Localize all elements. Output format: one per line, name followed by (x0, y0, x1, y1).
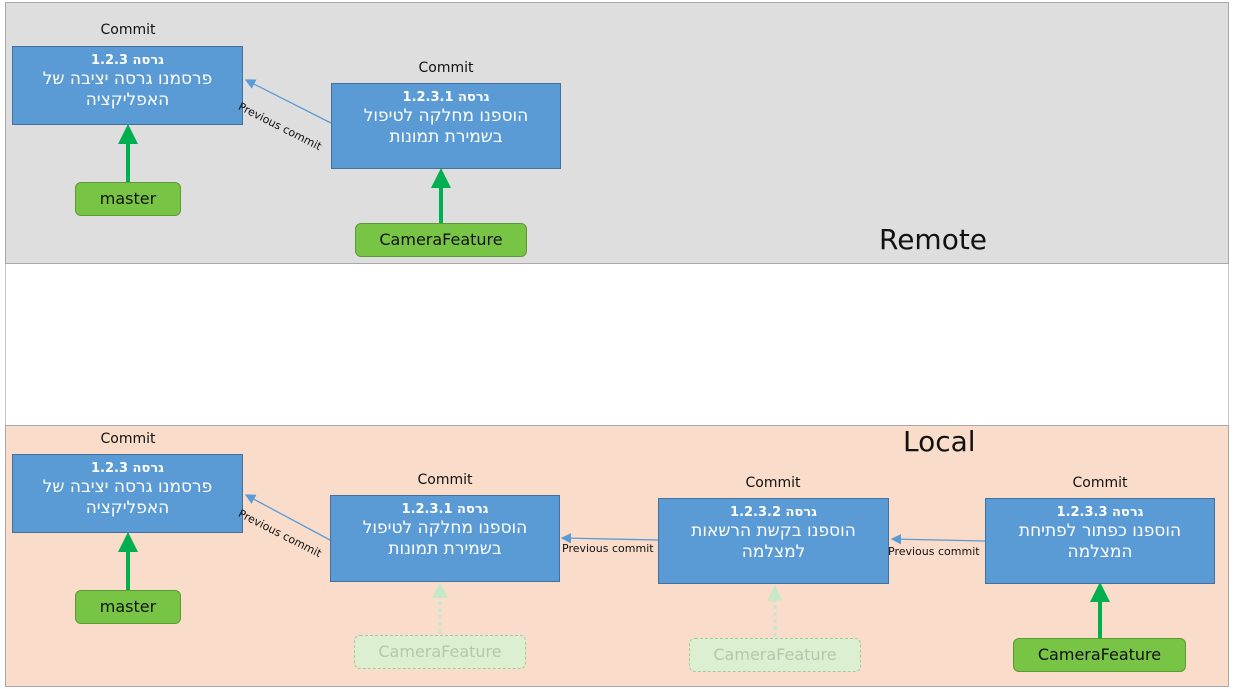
local-commit-d-header: Commit (1072, 475, 1128, 491)
remote-branch-master[interactable]: master (75, 182, 181, 216)
remote-title: Remote (879, 223, 988, 256)
local-edge-label-cb: Previous commit (562, 542, 654, 555)
remote-commit-a[interactable]: גרסה 1.2.3 פרסמנו גרסה יציבה של האפליקצי… (12, 46, 243, 125)
local-commit-c-message: הוספנו בקשת הרשאות למצלמה (691, 521, 856, 562)
local-branch-camerafeature[interactable]: CameraFeature (1013, 638, 1186, 672)
local-commit-d-message: הוספנו כפתור לפתיחת המצלמה (1018, 521, 1182, 562)
separator-band (5, 264, 1229, 425)
remote-branch-camerafeature[interactable]: CameraFeature (355, 223, 527, 257)
local-commit-b[interactable]: גרסה 1.2.3.1 הוספנו מחלקה לטיפול בשמירת … (330, 495, 560, 582)
remote-commit-a-version: גרסה 1.2.3 (91, 53, 164, 68)
local-commit-a-header: Commit (100, 431, 156, 447)
local-commit-c[interactable]: גרסה 1.2.3.2 הוספנו בקשת הרשאות למצלמה (658, 498, 889, 584)
remote-panel (5, 2, 1229, 264)
local-edge-d-to-c (890, 533, 986, 545)
remote-commit-b[interactable]: גרסה 1.2.3.1 הוספנו מחלקה לטיפול בשמירת … (331, 83, 561, 169)
local-title: Local (903, 425, 976, 458)
local-edge-c-to-b (560, 532, 659, 544)
local-commit-d-version: גרסה 1.2.3.3 (1056, 505, 1144, 520)
local-commit-b-header: Commit (417, 472, 473, 488)
local-commit-a-message: פרסמנו גרסה יציבה של האפליקציה (42, 477, 213, 518)
local-edge-label-dc: Previous commit (888, 545, 980, 558)
local-commit-c-version: גרסה 1.2.3.2 (730, 505, 817, 520)
local-commit-b-version: גרסה 1.2.3.1 (401, 502, 489, 517)
local-edge-b-to-a (244, 494, 331, 541)
local-commit-a-version: גרסה 1.2.3 (91, 461, 164, 476)
local-branch-camerafeature-old-1: CameraFeature (354, 635, 526, 669)
remote-commit-a-header: Commit (100, 22, 156, 38)
remote-commit-b-version: גרסה 1.2.3.1 (402, 90, 490, 105)
local-commit-c-header: Commit (745, 475, 801, 491)
local-branch-master[interactable]: master (75, 590, 181, 624)
local-branch-camerafeature-old-2: CameraFeature (689, 638, 861, 672)
local-commit-b-message: הוספנו מחלקה לטיפול בשמירת תמונות (362, 518, 528, 559)
remote-commit-b-header: Commit (418, 60, 474, 76)
remote-commit-a-message: פרסמנו גרסה יציבה של האפליקציה (42, 69, 213, 110)
local-commit-d[interactable]: גרסה 1.2.3.3 הוספנו כפתור לפתיחת המצלמה (985, 498, 1215, 584)
remote-commit-b-message: הוספנו מחלקה לטיפול בשמירת תמונות (363, 106, 529, 147)
local-commit-a[interactable]: גרסה 1.2.3 פרסמנו גרסה יציבה של האפליקצי… (12, 454, 243, 533)
remote-edge-b-to-a (244, 79, 332, 124)
